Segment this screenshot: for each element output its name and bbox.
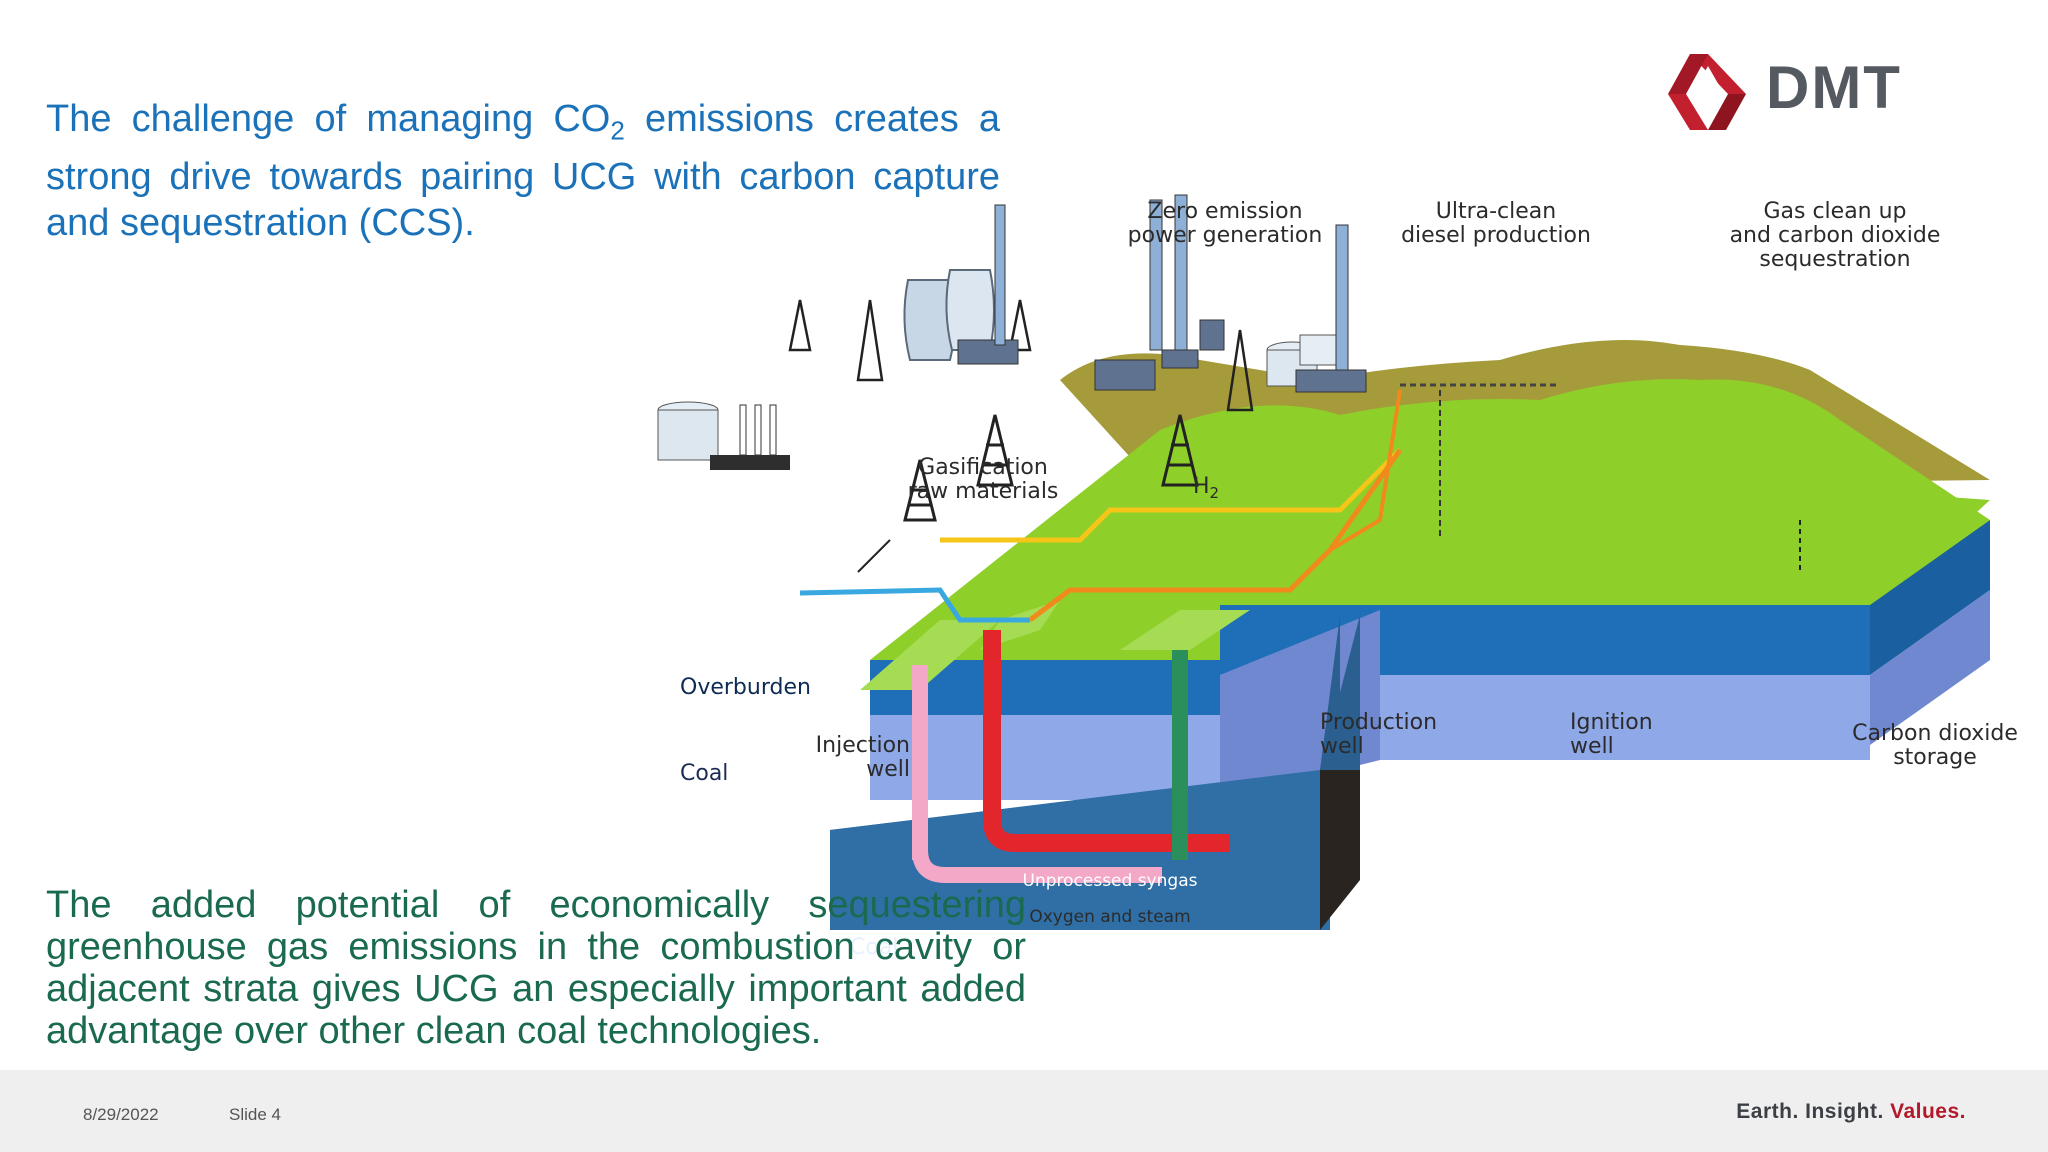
label-ignition-1: Ignition: [1570, 710, 1653, 735]
label-ultra-clean-2: diesel production: [1401, 223, 1591, 248]
footer-bar: [0, 1070, 2048, 1152]
label-ultra-clean-1: Ultra-clean: [1436, 199, 1556, 224]
ucg-ccs-diagram: Zero emission power generation Ultra-cle…: [657, 194, 2018, 960]
label-co2-storage-1: Carbon dioxide: [1852, 721, 2018, 746]
intro-paragraph: The challenge of managing CO2 emissions …: [46, 96, 1000, 246]
label-syngas: Unprocessed syngas: [1023, 871, 1198, 891]
label-gasification-1: Gasification: [918, 455, 1048, 480]
power-tower-icons: [788, 299, 1254, 412]
intro-text-end: emissions creates a strong drive towards…: [46, 98, 1000, 244]
label-injection-1: Injection: [816, 733, 910, 758]
footer-date: 8/29/2022: [83, 1105, 159, 1124]
gas-cleanup-plant-icon: [1266, 224, 1367, 393]
label-coal-upper: Coal: [680, 761, 728, 786]
label-gasification-2: raw materials: [908, 479, 1059, 504]
outro-paragraph: The added potential of economically sequ…: [46, 884, 1026, 1052]
label-coal-lower: Coal: [850, 935, 898, 960]
derrick-ignition-icon: [1161, 414, 1199, 487]
diesel-plant-icon: [1094, 194, 1225, 391]
overburden-layer-front: [870, 660, 1220, 715]
footer-tagline: Earth. Insight. Values.: [1736, 1100, 1966, 1124]
label-gas-clean-3: sequestration: [1759, 247, 1910, 272]
intro-subscript: 2: [610, 115, 625, 146]
label-injection-2: well: [866, 757, 910, 782]
intro-text-start: The challenge of managing CO: [46, 98, 611, 140]
label-gas-clean-2: and carbon dioxide: [1730, 223, 1941, 248]
label-ignition-2: well: [1570, 734, 1614, 759]
label-zero-emission-2: power generation: [1128, 223, 1323, 248]
dmt-logo: DMT: [1666, 52, 1966, 132]
dmt-logo-icon: [1668, 54, 1746, 130]
coal-upper-layer: [870, 715, 1220, 800]
raw-materials-tank-icon: [657, 401, 790, 470]
label-oxygen: Oxygen and steam: [1029, 907, 1190, 927]
logo-wordmark: DMT: [1766, 54, 1902, 121]
label-gas-clean-1: Gas clean up: [1763, 199, 1906, 224]
label-h2: H2: [1193, 474, 1219, 502]
tagline-main: Earth. Insight.: [1736, 1100, 1891, 1123]
derrick-injection-icon: [903, 459, 937, 522]
label-zero-emission-1: Zero emission: [1147, 199, 1302, 224]
label-co2-storage-2: storage: [1893, 745, 1977, 770]
label-overburden: Overburden: [680, 675, 811, 700]
footer-slide-number: Slide 4: [229, 1105, 281, 1124]
tagline-accent: Values.: [1890, 1100, 1966, 1123]
label-production-2: well: [1320, 734, 1364, 759]
derrick-production-icon: [976, 414, 1014, 487]
cooling-towers-icon: [903, 204, 1019, 365]
label-production-1: Production: [1320, 710, 1437, 735]
